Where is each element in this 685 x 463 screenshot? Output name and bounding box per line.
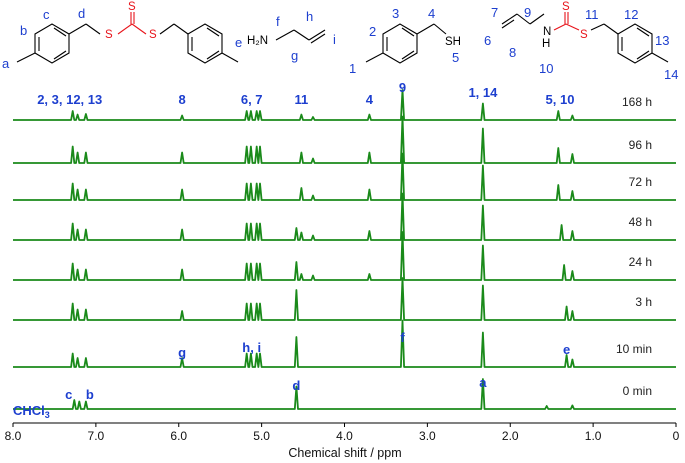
x-tick-label: 3.0 — [419, 429, 436, 443]
label-6: 6 — [484, 33, 491, 48]
time-label: 0 min — [623, 384, 652, 398]
atom-s-right: S — [149, 29, 157, 41]
peak-label: b — [86, 387, 94, 402]
time-label: 72 h — [629, 175, 652, 189]
x-tick-label: 7.0 — [88, 429, 105, 443]
structure-position-labels: a b c d e f g h i 1 2 3 4 5 6 7 8 9 10 1… — [2, 5, 678, 82]
label-f: f — [276, 14, 280, 29]
atom-n: N — [543, 26, 551, 38]
x-tick-label: 1.0 — [585, 429, 602, 443]
label-3: 3 — [392, 6, 399, 21]
label-d: d — [78, 6, 85, 21]
spectrum-trace-0-min — [13, 378, 676, 410]
peak-label: 4 — [366, 92, 374, 107]
label-h: h — [306, 9, 313, 24]
atom-s-left: S — [105, 29, 113, 41]
structure-trithiocarbonate — [16, 12, 239, 64]
structure-atoms: S S S H₂N SH N H S S — [105, 1, 588, 50]
structure-dithiocarbamate — [501, 12, 669, 64]
label-i: i — [333, 32, 336, 47]
label-c: c — [43, 7, 50, 22]
time-label: 24 h — [629, 255, 652, 269]
time-label: 48 h — [629, 215, 652, 229]
structures — [16, 12, 669, 64]
structure-thiol — [365, 23, 447, 64]
time-label: 3 h — [635, 295, 652, 309]
label-13: 13 — [655, 33, 669, 48]
label-14: 14 — [664, 67, 678, 82]
label-8: 8 — [509, 45, 516, 60]
structure-allylamine — [275, 29, 326, 44]
label-a: a — [2, 56, 10, 71]
spectrum-trace-3-h — [13, 277, 676, 321]
peak-label: c — [65, 387, 72, 402]
peak-label: 5, 10 — [546, 92, 575, 107]
x-tick-label: 5.0 — [253, 429, 270, 443]
peak-label: 9 — [399, 80, 406, 95]
x-tick-label: 6.0 — [170, 429, 187, 443]
spectrum-trace-96-h — [13, 115, 676, 164]
label-b: b — [20, 23, 27, 38]
peak-label: 8 — [178, 92, 185, 107]
peak-label: 2, 3, 12, 13 — [37, 92, 102, 107]
time-label: 168 h — [622, 95, 652, 109]
label-10: 10 — [539, 61, 553, 76]
atom-s-right-2: S — [580, 29, 588, 41]
spectra — [13, 89, 676, 410]
label-4: 4 — [428, 6, 435, 21]
label-12: 12 — [624, 7, 638, 22]
time-label: 10 min — [616, 342, 652, 356]
x-axis: 8.0 7.0 6.0 5.0 4.0 3.0 2.0 1.0 0 — [5, 422, 680, 443]
atom-nh: H — [542, 38, 550, 50]
label-9: 9 — [524, 5, 531, 20]
spectrum-trace-48-h — [13, 192, 676, 241]
peak-label: e — [563, 342, 570, 357]
label-11: 11 — [585, 7, 599, 22]
x-tick-label: 4.0 — [336, 429, 353, 443]
label-e: e — [235, 35, 242, 50]
spectrum-trace-24-h — [13, 231, 676, 281]
peak-label: f — [400, 330, 405, 345]
atom-s-top-2: S — [562, 1, 570, 13]
peak-label: d — [292, 378, 300, 393]
peak-label: 6, 7 — [241, 92, 263, 107]
label-2: 2 — [369, 24, 376, 39]
time-label: 96 h — [629, 138, 652, 152]
x-tick-label: 8.0 — [5, 429, 22, 443]
spectrum-trace-72-h — [13, 152, 676, 201]
solvent-label: CHCl3 — [13, 403, 50, 420]
atom-sh: SH — [445, 36, 461, 48]
label-g: g — [291, 48, 298, 63]
label-7: 7 — [491, 5, 498, 20]
peak-label: g — [178, 345, 186, 360]
time-labels: 168 h 96 h 72 h 48 h 24 h 3 h 10 min 0 min — [616, 95, 652, 398]
x-tick-label: 0 — [673, 429, 680, 443]
spectrum-trace-10-min — [13, 319, 676, 368]
atom-h2n: H₂N — [247, 35, 268, 47]
spectrum-trace-168-h — [13, 89, 676, 121]
peak-label: h, i — [242, 340, 261, 355]
label-1: 1 — [349, 61, 356, 76]
peak-label: a — [479, 375, 487, 390]
label-5: 5 — [452, 50, 459, 65]
atom-s-top: S — [128, 1, 136, 13]
x-axis-title: Chemical shift / ppm — [288, 446, 401, 460]
peak-label: 11 — [295, 92, 309, 107]
x-tick-label: 2.0 — [502, 429, 519, 443]
peak-label: 1, 14 — [468, 85, 498, 100]
